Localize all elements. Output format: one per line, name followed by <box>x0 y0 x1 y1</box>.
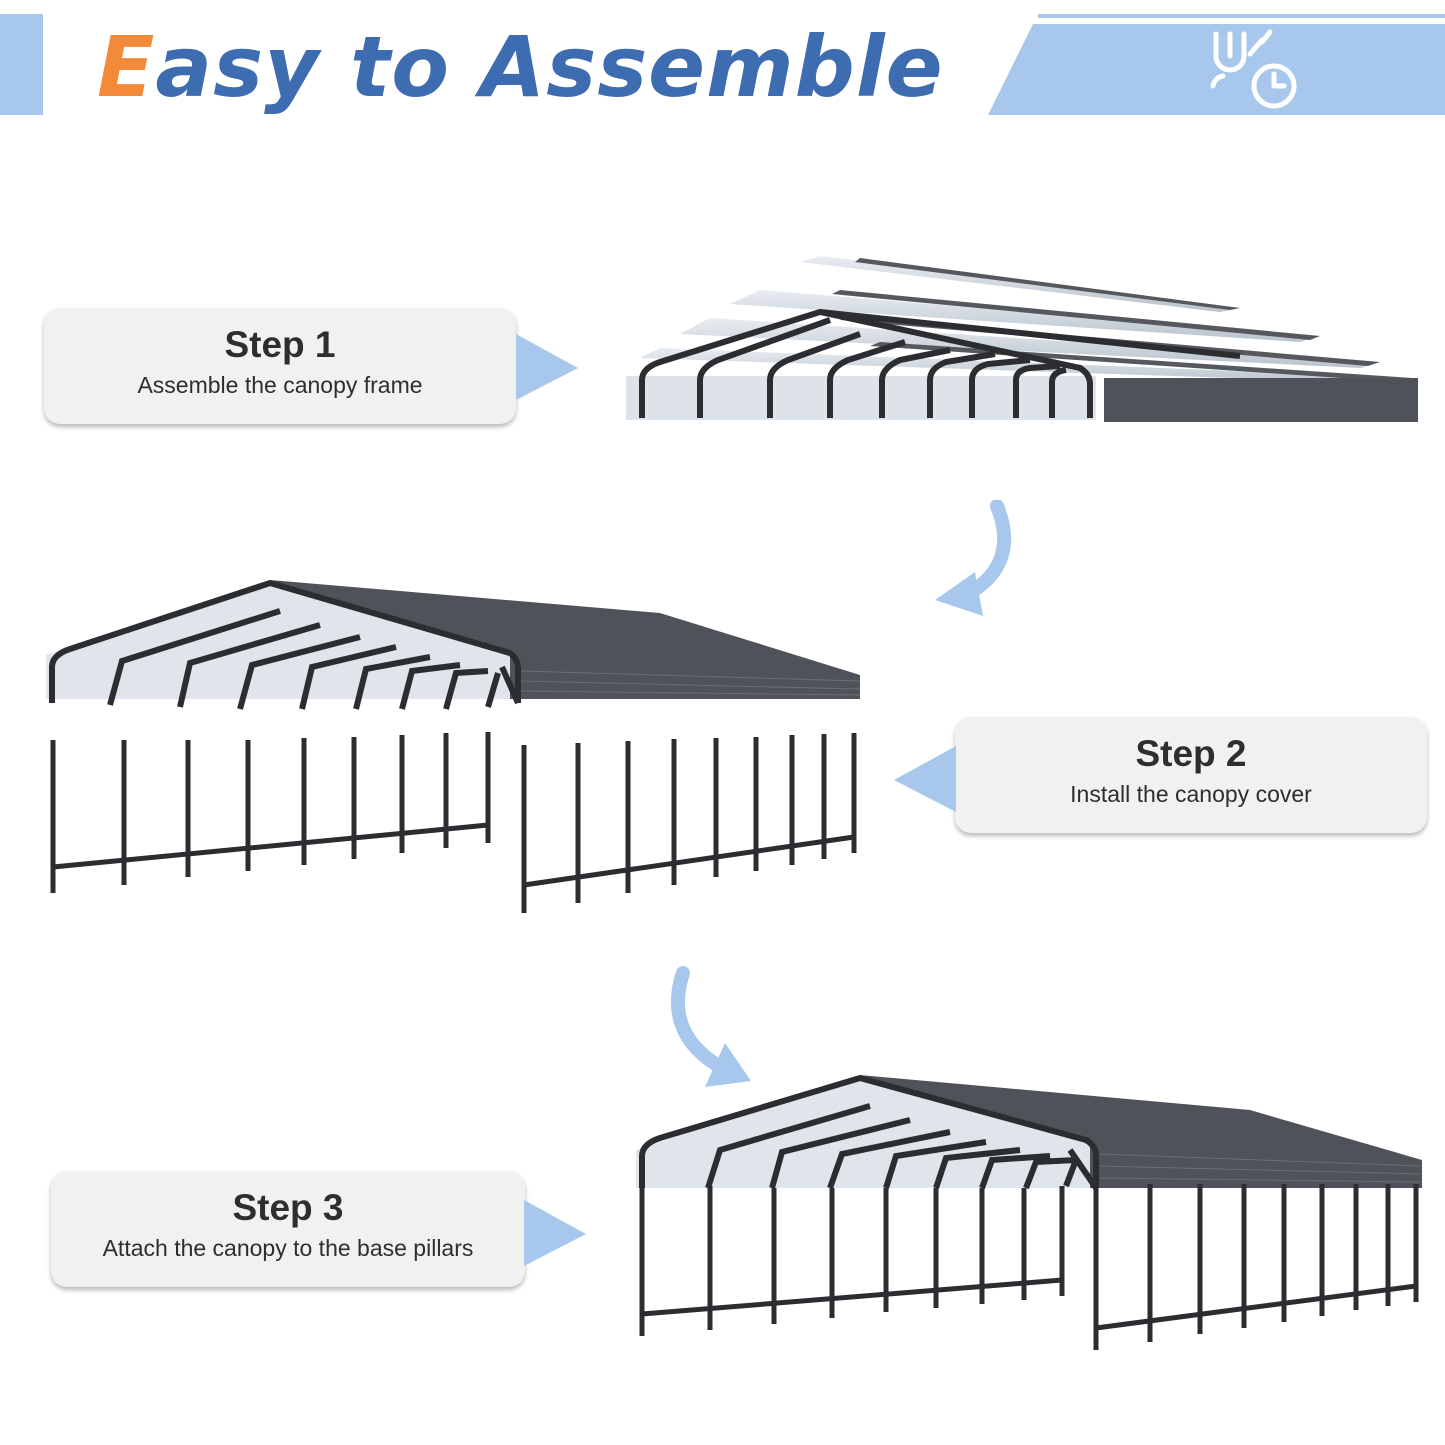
step-1-text: Assemble the canopy frame <box>137 372 423 398</box>
curved-arrow-step1-to-step2 <box>935 500 1012 616</box>
step-1-card: Step 1 Assemble the canopy frame <box>44 308 516 424</box>
step-2-text: Install the canopy cover <box>1070 781 1312 807</box>
step-3-card: Step 3 Attach the canopy to the base pil… <box>51 1171 525 1287</box>
step-2-heading: Step 2 <box>1135 733 1247 774</box>
title-first-letter: E <box>97 18 156 116</box>
canopy-frame-illustration <box>626 256 1418 422</box>
step-3-pointer <box>524 1200 586 1266</box>
canopy-cover-illustration <box>46 579 861 913</box>
wrench-clock-icon <box>1210 29 1297 109</box>
curved-arrow-step2-to-step3 <box>670 966 751 1087</box>
assembled-canopy-illustration <box>636 1074 1423 1350</box>
header-accent-bar <box>0 14 43 115</box>
step-3-text: Attach the canopy to the base pillars <box>102 1235 474 1261</box>
step-2-card: Step 2 Install the canopy cover <box>955 717 1427 833</box>
header-banner <box>988 14 1445 115</box>
step-1-pointer <box>516 334 578 400</box>
step-3-heading: Step 3 <box>232 1187 344 1228</box>
step-1-heading: Step 1 <box>224 324 336 365</box>
step-2-pointer <box>894 746 956 812</box>
page-title: Easy to Assemble <box>97 12 997 122</box>
title-rest: asy to Assemble <box>155 18 944 116</box>
